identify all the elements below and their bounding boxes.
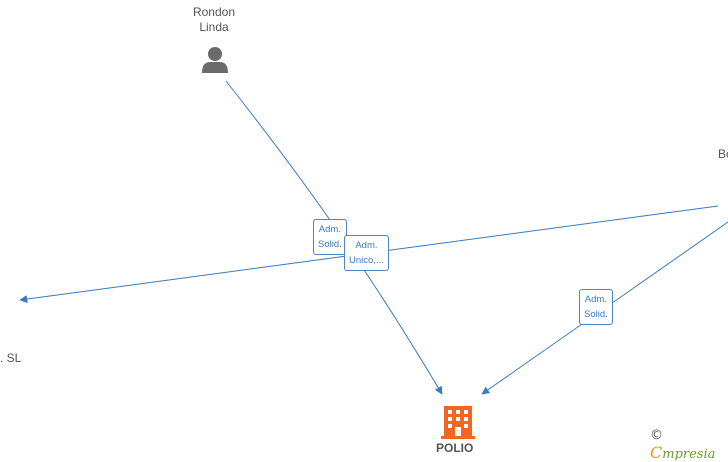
person-icon [202, 47, 228, 73]
edges-layer [19, 47, 728, 439]
node-label-sl[interactable]: . SL [0, 351, 22, 365]
node-label-bo[interactable]: Bo [718, 147, 728, 161]
building-icon [441, 406, 475, 439]
edge-label-adm-solid[interactable]: Adm. Solid. [313, 219, 347, 255]
empresia-watermark: © Cmpresia [650, 428, 716, 462]
edge-label-adm-unico[interactable]: Adm. Unico,... [344, 235, 389, 271]
edge-label-adm-solid-2[interactable]: Adm. Solid. [579, 289, 613, 325]
node-label-polio[interactable]: POLIO [436, 441, 474, 455]
relationship-diagram: Rondon Linda Bo . SL POLIO Adm. Solid. A… [0, 5, 728, 462]
node-label-rondon-linda[interactable]: Rondon Linda [192, 5, 236, 34]
